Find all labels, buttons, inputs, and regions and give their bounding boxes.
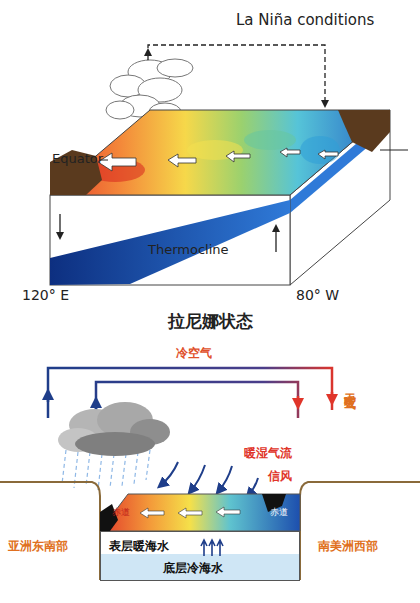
ocean-surface bbox=[100, 494, 300, 531]
surface-water-label: 表层暖海水 bbox=[109, 540, 169, 554]
air-label: 干暖空气 bbox=[342, 384, 356, 388]
rain-cloud bbox=[58, 402, 170, 456]
longitude-label: 120° E bbox=[22, 287, 69, 303]
inner-up-arrow bbox=[95, 400, 98, 410]
airflow-label: 暖湿气流 bbox=[244, 447, 292, 461]
region-label: 亚洲东南部 bbox=[8, 540, 68, 554]
land-america bbox=[338, 110, 390, 152]
downwelling-arrow bbox=[59, 214, 60, 238]
panel-title: 拉尼娜状态 bbox=[0, 312, 420, 332]
sst-swirls bbox=[85, 130, 340, 182]
coast-asia bbox=[0, 482, 100, 580]
ocean-wind-arrows bbox=[140, 507, 240, 518]
upwelling-arrow bbox=[209, 540, 215, 556]
inner-down-arrow bbox=[297, 396, 300, 406]
coast-america bbox=[300, 482, 420, 580]
equator-mark bbox=[380, 150, 408, 151]
thermocline bbox=[50, 200, 290, 285]
air-label: 冷空气 bbox=[176, 347, 212, 361]
equator-label: 赤道 bbox=[270, 507, 288, 517]
panel-heading: La Niña conditions bbox=[236, 12, 374, 29]
trade-wind-arrows bbox=[98, 148, 338, 171]
upwelling-arrow bbox=[217, 540, 223, 556]
airflow-arrows bbox=[160, 462, 258, 496]
deep-water-label: 底层冷海水 bbox=[163, 562, 223, 576]
outer-down-arrow bbox=[331, 392, 334, 402]
trade-wind-label: 信风 bbox=[268, 470, 292, 484]
equator-label: 赤道 bbox=[112, 507, 130, 517]
longitude-label: 80° W bbox=[296, 287, 339, 303]
region-label: 南美洲西部 bbox=[318, 540, 378, 554]
sea-surface bbox=[50, 110, 390, 195]
thermocline-label: Thermocline bbox=[148, 243, 229, 258]
equator-label: Equator bbox=[52, 152, 103, 167]
ocean-cross-section: 表层暖海水底层冷海水 bbox=[100, 531, 300, 581]
block-front bbox=[50, 195, 290, 285]
rain bbox=[62, 450, 150, 490]
outer-up-arrow bbox=[47, 392, 50, 402]
upwelling-arrow bbox=[275, 226, 276, 252]
upwelling-arrow bbox=[201, 540, 207, 556]
